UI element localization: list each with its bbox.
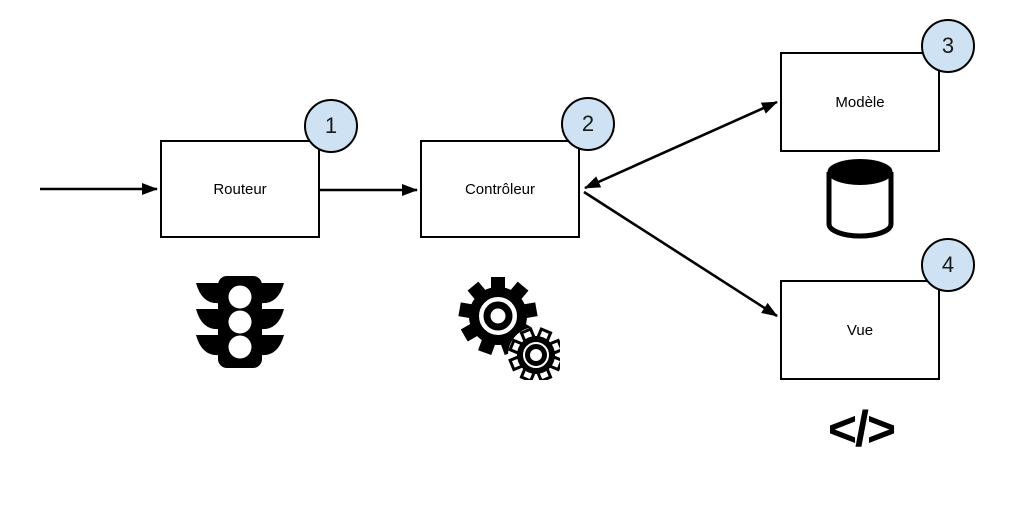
code-icon-glyph: </> bbox=[827, 401, 896, 457]
traffic-light-icon bbox=[194, 270, 286, 374]
step-badge-3: 3 bbox=[921, 19, 975, 73]
step-badge-4: 4 bbox=[921, 238, 975, 292]
node-routeur: Routeur bbox=[160, 140, 320, 238]
node-vue-label: Vue bbox=[846, 321, 874, 339]
node-modele: Modèle bbox=[780, 52, 940, 152]
arrow-controleur-to-vue bbox=[583, 190, 778, 318]
node-modele-label: Modèle bbox=[835, 93, 885, 111]
code-icon: </> bbox=[798, 396, 924, 462]
node-controleur-label: Contrôleur bbox=[464, 180, 536, 198]
gears-icon bbox=[456, 276, 560, 380]
node-routeur-label: Routeur bbox=[213, 180, 267, 198]
arrow-controleur-modele-bidirectional bbox=[584, 100, 778, 190]
database-icon bbox=[822, 158, 898, 242]
step-badge-1: 1 bbox=[304, 99, 358, 153]
node-vue: Vue bbox=[780, 280, 940, 380]
node-controleur: Contrôleur bbox=[420, 140, 580, 238]
step-badge-2: 2 bbox=[561, 97, 615, 151]
